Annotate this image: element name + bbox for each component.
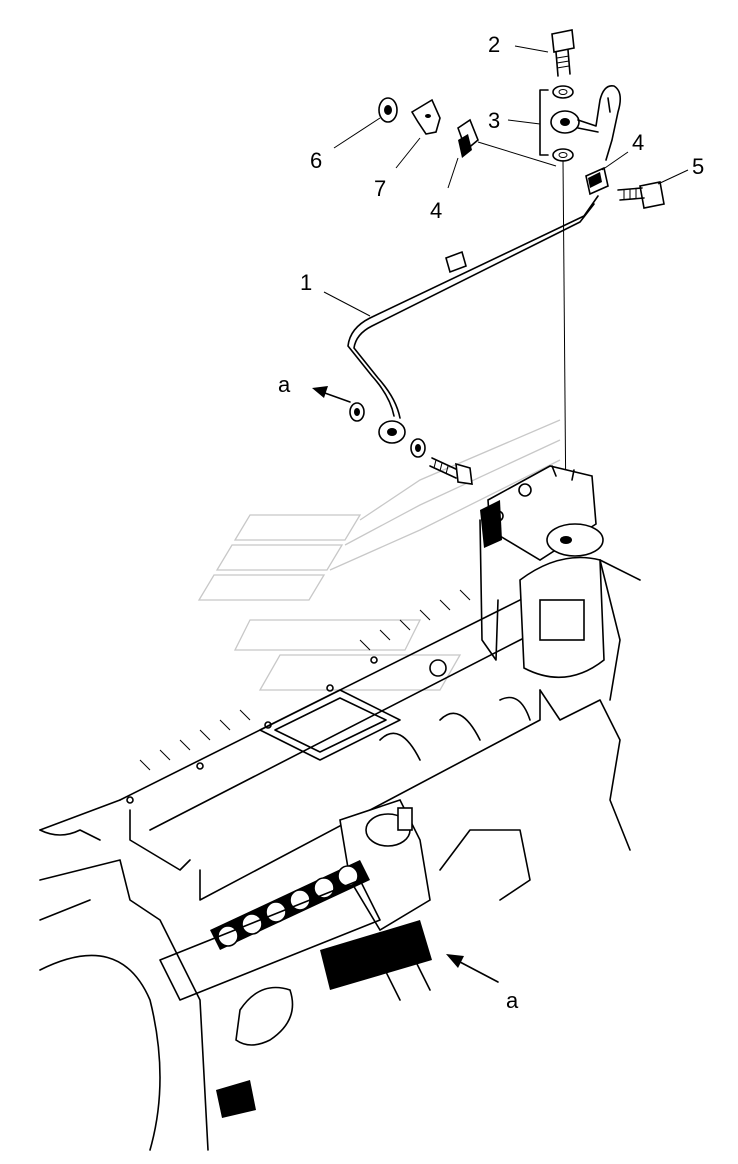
callout-a-bottom: a bbox=[506, 988, 519, 1013]
banjo-fitting bbox=[550, 84, 622, 161]
callout-6: 6 bbox=[310, 148, 322, 173]
callout-4-right: 4 bbox=[632, 130, 644, 155]
arrow-a-bottom bbox=[446, 954, 499, 983]
callout-2: 2 bbox=[488, 32, 500, 57]
callout-4-left: 4 bbox=[430, 198, 442, 223]
callout-5: 5 bbox=[692, 154, 704, 179]
clip-part-4-right bbox=[585, 166, 609, 196]
callout-7: 7 bbox=[374, 176, 386, 201]
nut-part-6 bbox=[378, 97, 398, 123]
injection-pump bbox=[159, 799, 432, 1118]
fuel-pipe-part-1 bbox=[347, 195, 599, 444]
arrow-a-top bbox=[312, 386, 351, 403]
bolt-part-5 bbox=[617, 181, 665, 209]
assembly-line bbox=[562, 159, 567, 521]
bracket-line-3 bbox=[539, 89, 549, 156]
washer-pipe-end bbox=[349, 402, 365, 422]
callout-3: 3 bbox=[488, 108, 500, 133]
clip-part-4-left bbox=[457, 118, 479, 158]
callout-1: 1 bbox=[300, 270, 312, 295]
callout-a-top: a bbox=[278, 372, 291, 397]
clip-leader-line bbox=[477, 141, 557, 167]
watermark-logo bbox=[197, 419, 561, 691]
washer-part-3-upper bbox=[552, 85, 574, 99]
bracket-part-7 bbox=[410, 98, 441, 135]
washer-lower bbox=[410, 438, 426, 458]
leader-lines bbox=[323, 45, 689, 317]
washer-part-3-lower bbox=[552, 148, 574, 162]
bolt-part-2 bbox=[551, 29, 575, 77]
bolt-lower bbox=[429, 457, 473, 485]
fuel-filter-assembly bbox=[479, 465, 605, 679]
